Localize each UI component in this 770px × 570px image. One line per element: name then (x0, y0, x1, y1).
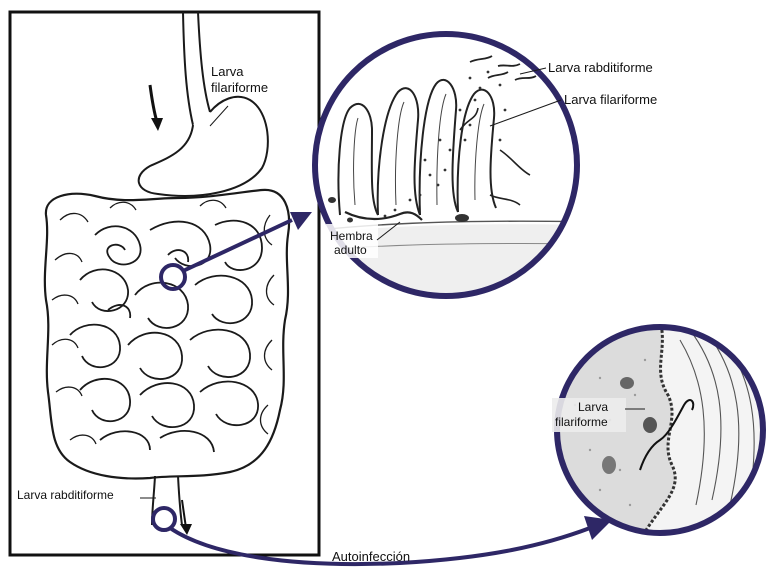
autoinfection-zoom-circle (550, 320, 770, 540)
stomach-larva-label-line1: Larva (211, 64, 244, 79)
stomach-larva-label-line2: filariforme (211, 80, 268, 95)
anus-rhabditiform-label: Larva rabditiforme (17, 488, 114, 502)
zoom1-female-label-line2: adulto (334, 243, 367, 257)
zoom2-filariform-label-line2: filariforme (555, 415, 608, 429)
autoinfection-label: Autoinfección (332, 549, 410, 564)
digestive-tract-panel (10, 12, 319, 555)
zoom2-filariform-label-line1: Larva (578, 400, 608, 414)
zoom1-female-label-line1: Hembra (330, 229, 373, 243)
zoom1-filariform-label: Larva filariforme (564, 92, 657, 107)
zoom1-rhabditiform-label: Larva rabditiforme (548, 60, 653, 75)
